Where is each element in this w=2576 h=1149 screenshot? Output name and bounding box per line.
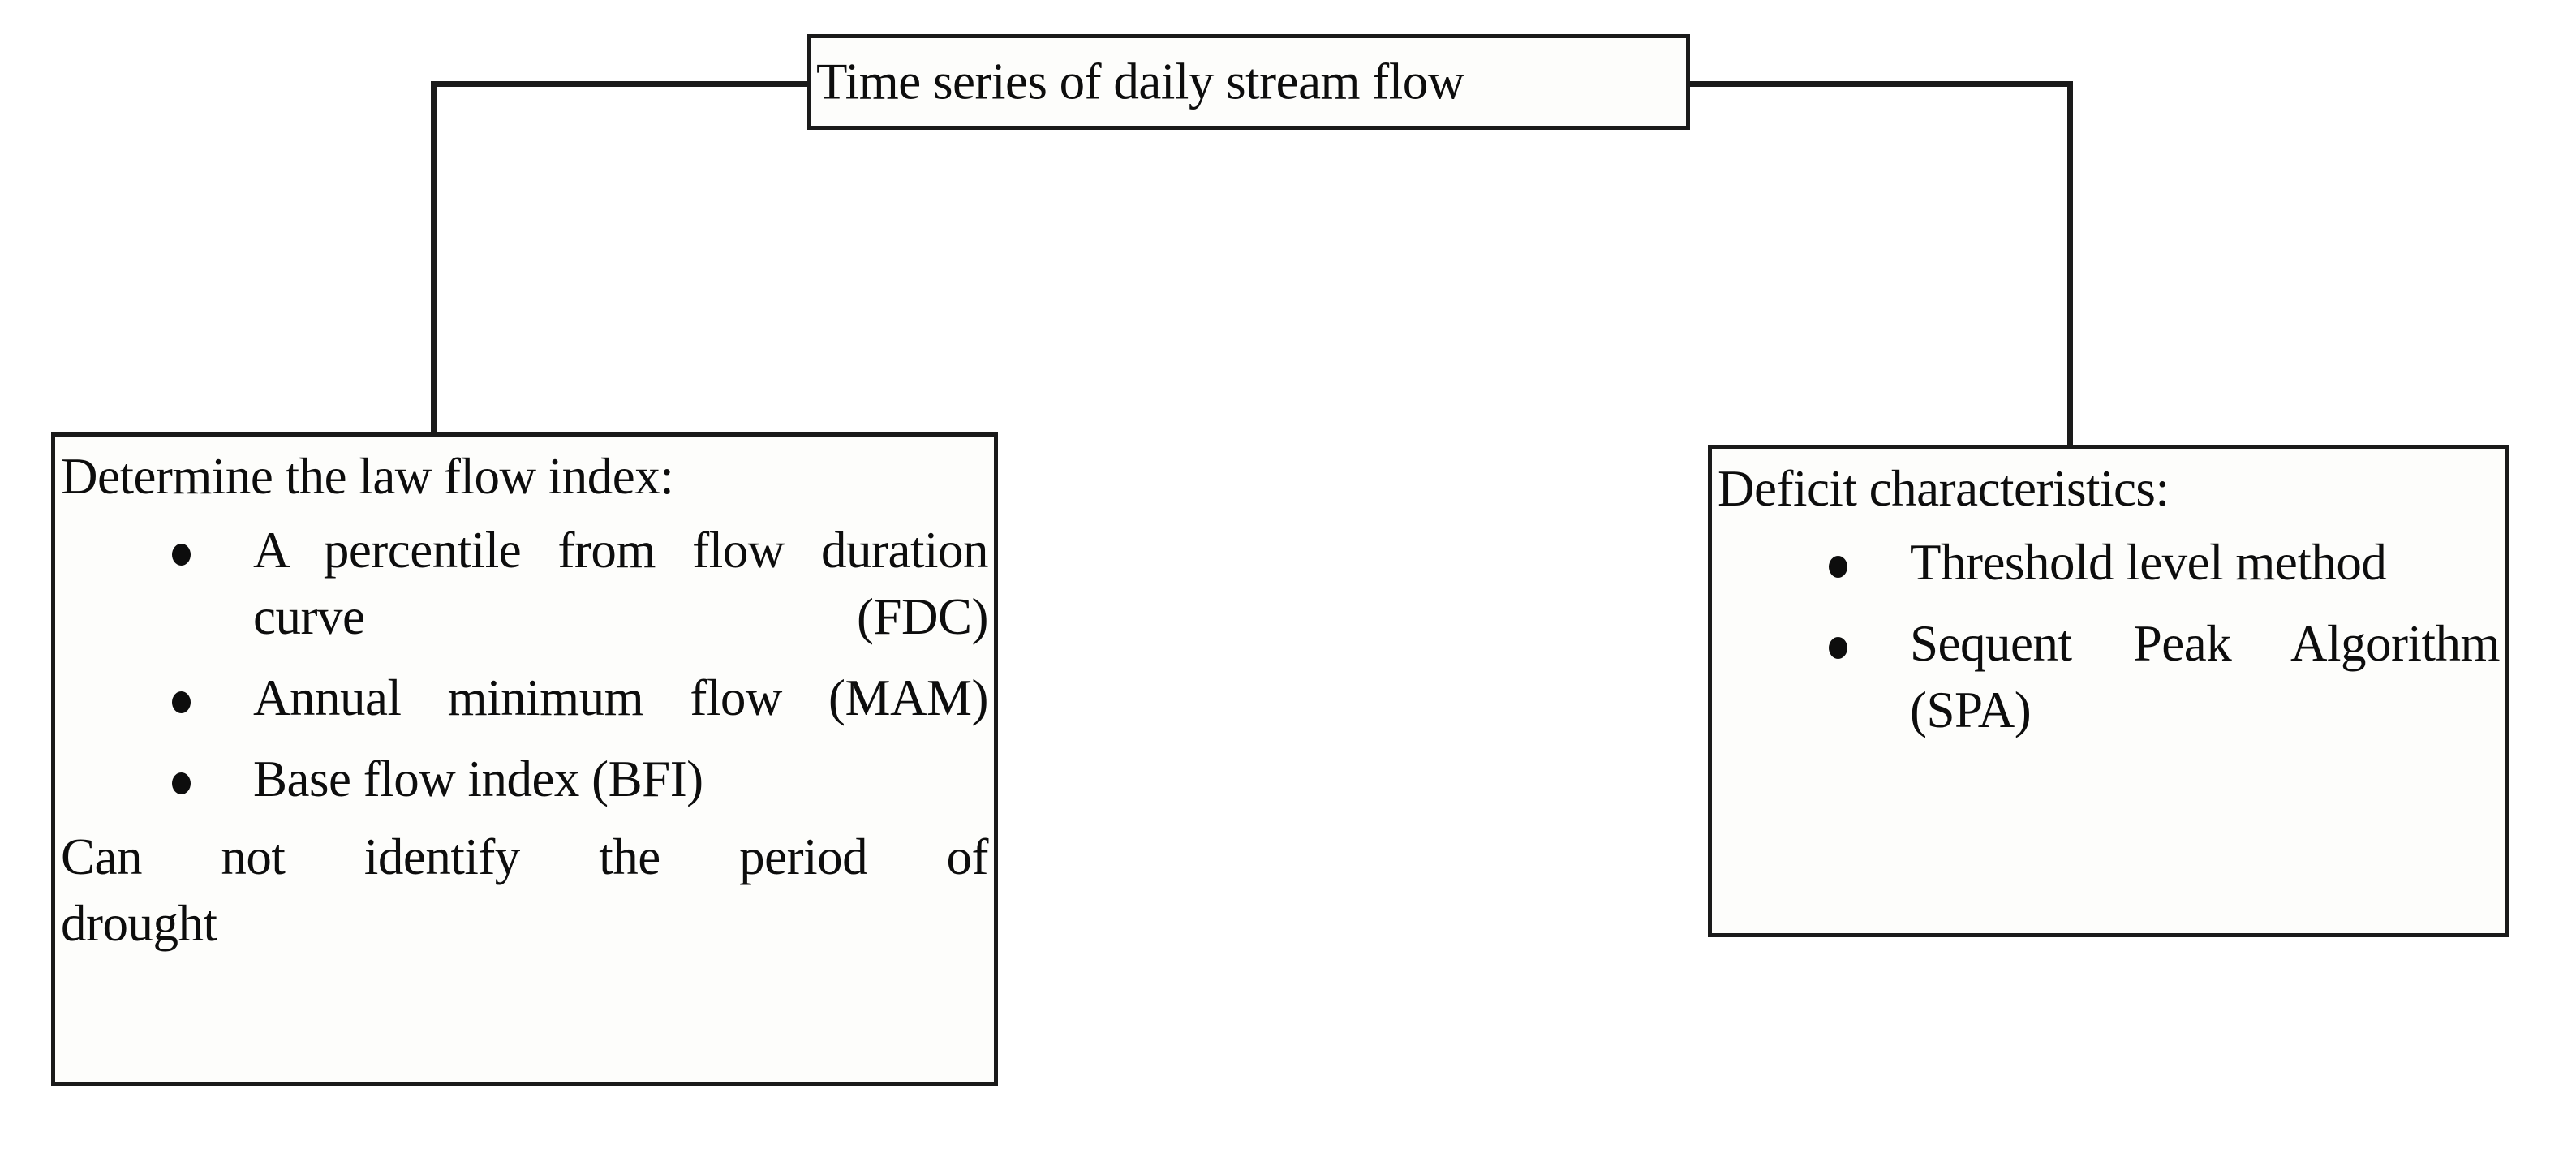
bullet-text: A percentile from flow duration curve (F…	[253, 522, 989, 646]
node-deficit-characteristics: Deficit characteristics: Threshold level…	[1708, 445, 2509, 937]
bullet-text: Threshold level method	[1910, 534, 2387, 592]
connector-root-to-left-vertical	[431, 81, 437, 436]
deficit-characteristics-bullet-list: Threshold level method Sequent Peak Algo…	[1718, 530, 2501, 744]
node-low-flow-index-heading: Determine the law flow index:	[61, 448, 674, 505]
low-flow-index-note: Can not identify the period of drought	[61, 824, 989, 957]
low-flow-index-bullet-list: A percentile from flow duration curve (F…	[61, 518, 989, 813]
bullet-text: Sequent Peak Algorithm (SPA)	[1910, 615, 2501, 739]
connector-root-to-right-vertical	[2067, 81, 2073, 448]
list-item: Threshold level method	[1718, 530, 2500, 596]
note-line-2: drought	[61, 894, 217, 952]
list-item: A percentile from flow duration curve (F…	[61, 518, 989, 651]
list-item: Sequent Peak Algorithm (SPA)	[1718, 611, 2501, 744]
list-item: Annual minimum flow (MAM)	[61, 665, 989, 732]
bullet-text: Annual minimum flow (MAM)	[253, 669, 989, 727]
connector-root-to-left-horizontal	[431, 81, 809, 87]
bullet-text: Base flow index (BFI)	[253, 751, 703, 807]
node-low-flow-index: Determine the law flow index: A percenti…	[51, 432, 998, 1086]
connector-root-to-right-horizontal	[1688, 81, 2073, 87]
note-line-1: Can not identify the period of	[61, 828, 989, 885]
node-low-flow-index-body: Determine the law flow index: A percenti…	[61, 446, 989, 957]
node-time-series-root: Time series of daily stream flow	[807, 34, 1690, 130]
node-root-title: Time series of daily stream flow	[816, 53, 1464, 110]
list-item: Base flow index (BFI)	[61, 747, 988, 813]
node-deficit-characteristics-body: Deficit characteristics: Threshold level…	[1718, 458, 2501, 759]
node-deficit-characteristics-heading: Deficit characteristics:	[1718, 460, 2170, 517]
